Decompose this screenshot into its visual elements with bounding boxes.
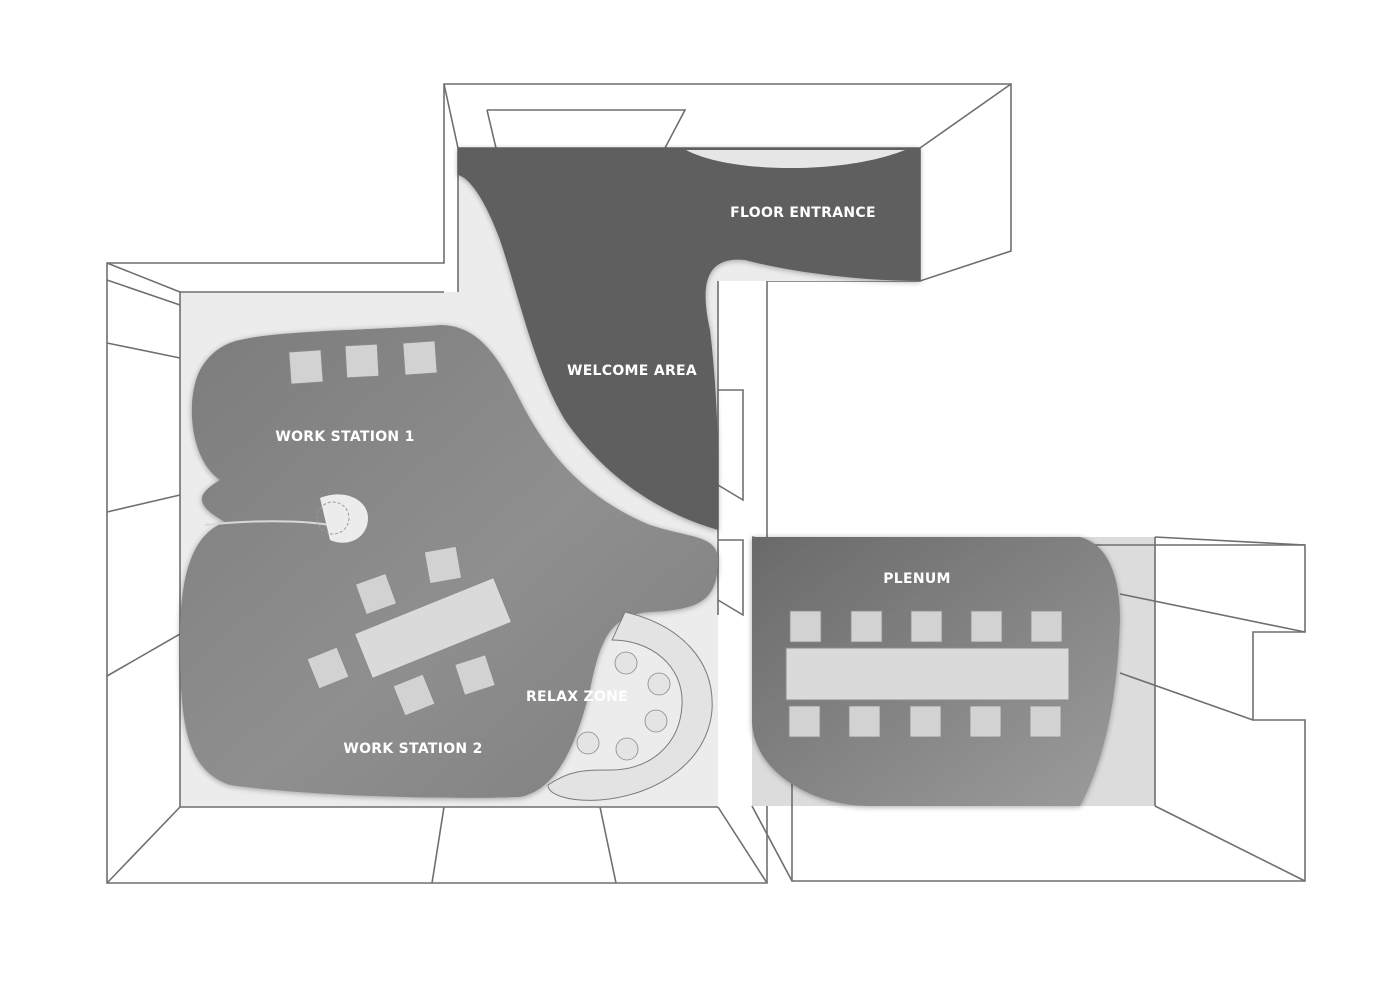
relax-zone-area <box>547 611 713 801</box>
chair <box>402 340 438 376</box>
plenum-label: PLENUM <box>883 571 951 587</box>
chair <box>1029 705 1062 738</box>
chair <box>288 349 324 385</box>
window-line <box>599 806 617 884</box>
stool <box>644 709 668 733</box>
door-frame <box>717 539 744 617</box>
window-line <box>106 494 181 513</box>
plenum-furniture <box>785 610 1070 738</box>
floor-entrance-label: FLOOR ENTRANCE <box>730 205 876 221</box>
corner-line <box>443 83 459 149</box>
work-station-1-chairs <box>288 340 438 385</box>
chair <box>970 610 1003 643</box>
window-line <box>106 633 181 677</box>
chair <box>344 343 380 379</box>
stool <box>614 651 638 675</box>
chair <box>306 646 350 690</box>
window-line <box>106 342 181 359</box>
chair <box>788 705 821 738</box>
corner-line <box>751 805 793 882</box>
work-station-1-label: WORK STATION 1 <box>275 429 414 445</box>
corner-line <box>106 262 181 293</box>
outer-wall-left-block <box>106 83 1012 884</box>
window-line <box>431 806 445 884</box>
corner-line <box>106 806 181 884</box>
entrance-light-area <box>686 150 905 168</box>
stool <box>576 731 600 755</box>
window-line <box>487 109 687 149</box>
work-station-2-label: WORK STATION 2 <box>343 741 482 757</box>
station-divider <box>204 520 331 526</box>
window-line <box>1119 672 1254 721</box>
chair <box>850 610 883 643</box>
chair <box>848 705 881 738</box>
chair <box>789 610 822 643</box>
window-line <box>106 279 181 306</box>
chair <box>392 673 436 717</box>
work-station-2-furniture <box>306 546 513 717</box>
corner-line <box>1154 536 1306 546</box>
corner-line <box>919 83 1012 149</box>
door-frame <box>717 389 744 502</box>
window-line <box>486 109 497 149</box>
welcome-area-label: WELCOME AREA <box>567 363 697 379</box>
chair <box>909 705 942 738</box>
corner-line <box>1154 805 1306 882</box>
column-icon <box>316 501 350 535</box>
window-line <box>1119 593 1306 633</box>
welcome-area-zone <box>458 148 920 530</box>
stool <box>647 672 671 696</box>
relax-zone-stools <box>576 651 671 761</box>
plenum-table <box>785 647 1070 701</box>
meeting-table <box>353 577 513 679</box>
chair <box>454 654 496 696</box>
chair <box>910 610 943 643</box>
corner-line <box>717 806 768 884</box>
chair <box>354 572 398 616</box>
chair <box>424 546 462 584</box>
chair <box>969 705 1002 738</box>
column-cutout <box>320 494 368 543</box>
relax-zone-label: RELAX ZONE <box>526 689 628 705</box>
stool <box>615 737 639 761</box>
chair <box>1030 610 1063 643</box>
